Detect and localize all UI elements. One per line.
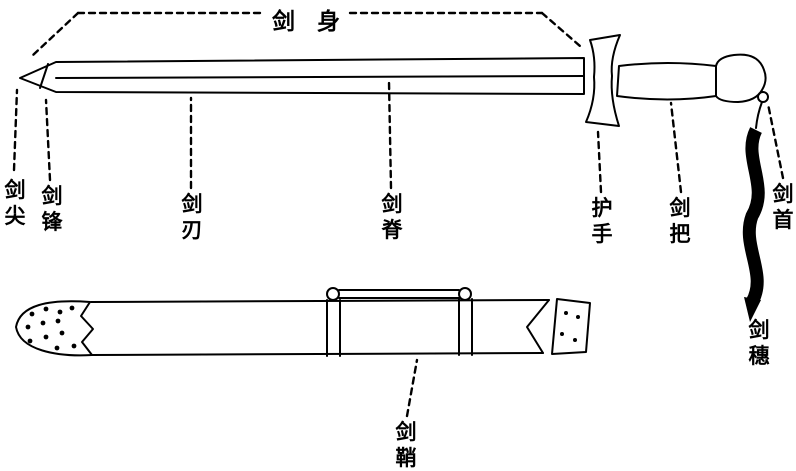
label-tip: 剑尖: [4, 179, 26, 228]
tassel-cord: [755, 101, 763, 129]
scabbard-bottom-edge: [91, 352, 544, 356]
tassel-tip: [744, 297, 761, 322]
label-pommel: 剑首: [772, 183, 794, 232]
blade-tip-bevel: [39, 63, 49, 89]
tassel-body: [742, 127, 765, 306]
label-blade-body: 剑身: [272, 8, 362, 34]
band-ring-left: [326, 287, 340, 301]
label-point: 剑锋: [41, 185, 63, 234]
label-tassel: 剑穗: [748, 319, 770, 368]
pommel-drawing: [715, 53, 769, 103]
scabbard-throat-chevron: [526, 299, 550, 354]
leader-tip: [12, 88, 19, 172]
scabbard-drawing: [15, 287, 591, 357]
label-spine: 剑脊: [381, 193, 403, 242]
label-guard: 护手: [591, 197, 613, 246]
label-grip: 剑把: [669, 197, 691, 246]
leader-guard: [596, 130, 603, 194]
leader-point: [44, 98, 52, 182]
end-block-dots: [560, 311, 580, 342]
scabbard-bands: [326, 287, 473, 357]
leader-pommel: [766, 102, 785, 180]
leader-title-right-diagonal: [540, 11, 582, 48]
chape-dots: [25, 305, 77, 351]
leader-title-left-diagonal: [30, 11, 80, 58]
label-edge: 剑刃: [181, 193, 203, 242]
scabbard-end-block: [551, 298, 591, 355]
blade-spine-line: [55, 75, 585, 79]
grip-drawing: [616, 62, 717, 101]
tassel-drawing: [742, 101, 765, 322]
leader-grip: [669, 101, 683, 194]
leader-scabbard: [405, 358, 419, 418]
blade-drawing: [19, 57, 585, 95]
leader-spine: [387, 80, 393, 190]
tassel-ring: [757, 91, 769, 103]
guard-drawing: [585, 34, 621, 127]
label-scabbard: 剑鞘: [395, 421, 417, 470]
leader-lines: [12, 11, 785, 418]
scabbard-top-edge: [90, 299, 550, 303]
band-ring-right: [458, 287, 472, 301]
